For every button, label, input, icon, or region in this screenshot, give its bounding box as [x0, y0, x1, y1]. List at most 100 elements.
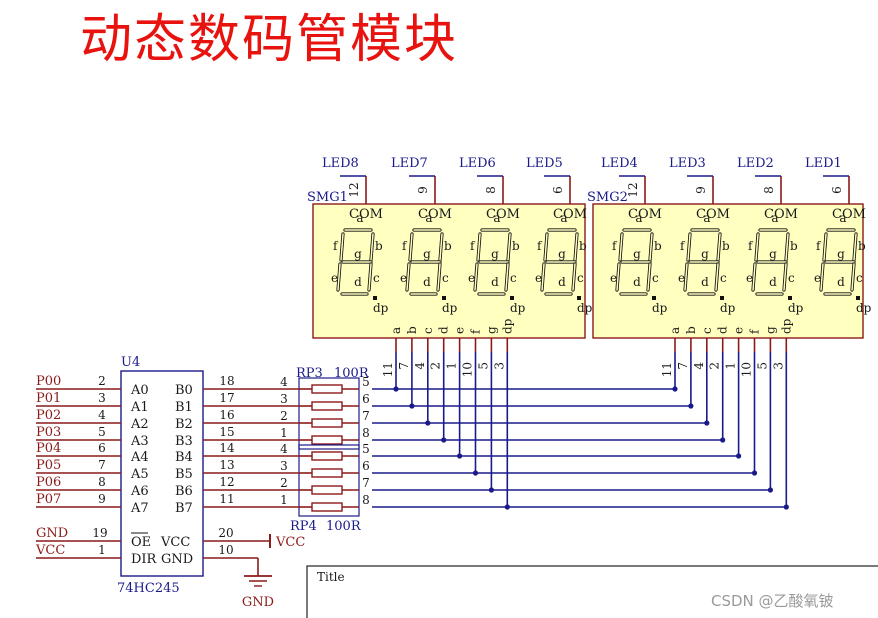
segment-pin-label: f	[469, 328, 483, 334]
segment-letter-dp: dp	[510, 301, 526, 315]
chip-b-pin: B5	[175, 467, 193, 482]
segment-b-inner	[649, 233, 653, 261]
chip-a-pin-number: 2	[98, 374, 106, 388]
segment-letter-c: c	[720, 271, 727, 285]
segment-c-inner	[368, 263, 372, 291]
segment-letter-e: e	[814, 271, 821, 285]
segment-letter-g: g	[837, 247, 845, 261]
resistor	[311, 384, 343, 394]
chip-a-pin-number: 5	[98, 425, 106, 439]
com-label: COM	[628, 207, 662, 222]
segment-pin-number: 11	[381, 362, 395, 377]
rp-left-pin: 2	[280, 476, 288, 490]
rp-right-pin: 5	[362, 375, 370, 389]
segment-pin-label: g	[763, 326, 777, 334]
chip-b-pin: B7	[175, 501, 193, 516]
rp-left-pin: 4	[280, 442, 288, 456]
segment-letter-a: a	[635, 211, 642, 225]
com-label: COM	[696, 207, 730, 222]
chip-vcc-pin-number: 20	[218, 526, 233, 540]
resistor	[311, 418, 343, 428]
rp-right-pin: 8	[362, 426, 370, 440]
chip-oe-pin: OE	[131, 535, 151, 550]
segment-letter-d: d	[701, 275, 709, 289]
segment-b-inner	[853, 233, 857, 261]
segment-letter-dp: dp	[442, 301, 458, 315]
segment-letter-a: a	[425, 211, 432, 225]
segment-f-inner	[687, 233, 691, 261]
input-net-label: P07	[36, 492, 61, 507]
segment-pin-label: a	[389, 327, 403, 334]
digit-outline	[540, 228, 581, 300]
digit-outline	[405, 228, 446, 300]
rp-left-pin: 3	[280, 459, 288, 473]
segment-letter-b: b	[722, 239, 730, 253]
decimal-point	[720, 296, 724, 300]
segment-e-inner	[752, 263, 756, 291]
segment-b-inner	[439, 233, 443, 261]
segment-letter-f: f	[612, 239, 618, 253]
input-net-label: P03	[36, 425, 61, 440]
segment-letter-c: c	[856, 271, 863, 285]
segment-pin-number: 10	[740, 362, 754, 377]
segment-letter-b: b	[512, 239, 520, 253]
input-net-label: P01	[36, 391, 61, 406]
segment-b-inner	[507, 233, 511, 261]
chip-a-pin: A6	[130, 484, 149, 499]
segment-letter-b: b	[858, 239, 866, 253]
chip-a-pin-number: 6	[98, 441, 106, 455]
chip-b-pin: B0	[175, 383, 193, 398]
rp-right-pin: 6	[362, 459, 370, 473]
chip-oe-pin-number: 19	[92, 526, 107, 540]
segment-letter-f: f	[537, 239, 543, 253]
segment-pin-label: b	[684, 326, 698, 334]
chip-dir-pin: DIR	[131, 552, 158, 567]
segment-f-inner	[544, 233, 548, 261]
segment-pin-label: a	[668, 327, 682, 334]
chip-a-pin-number: 7	[98, 458, 106, 472]
com-label: COM	[349, 207, 383, 222]
segment-pin-number: 7	[397, 362, 411, 370]
segment-e-inner	[616, 263, 620, 291]
segment-letter-a: a	[703, 211, 710, 225]
segment-letter-e: e	[746, 271, 753, 285]
chip-body	[120, 370, 204, 577]
segment-letter-f: f	[748, 239, 754, 253]
chip-a-pin: A7	[130, 501, 149, 516]
chip-b-pin-number: 16	[219, 408, 234, 422]
title-block: Title	[306, 565, 878, 618]
display-smg1: SMG1COM12LED8abcdefgdpCOM9LED7abcdefgdpC…	[307, 156, 593, 352]
rp-left-pin: 2	[280, 409, 288, 423]
segment-letter-c: c	[373, 271, 380, 285]
segment-c-inner	[851, 263, 855, 291]
led-net-label: LED8	[322, 156, 359, 171]
digit-outline	[336, 228, 377, 300]
segment-letter-f: f	[680, 239, 686, 253]
segment-f-inner	[409, 233, 413, 261]
chip-a-pin-number: 8	[98, 475, 106, 489]
led-net-label: LED5	[526, 156, 563, 171]
segment-pin-number: 7	[676, 362, 690, 370]
segment-letter-a: a	[356, 211, 363, 225]
rp-left-pin: 4	[280, 375, 288, 389]
segment-letter-e: e	[610, 271, 617, 285]
chip-b-pin-number: 14	[219, 441, 235, 455]
chip-a-pin-number: 4	[98, 408, 106, 422]
rp-value: 100R	[326, 519, 362, 534]
display-smg2: SMG2COM12LED4abcdefgdpCOM9LED3abcdefgdpC…	[587, 156, 872, 352]
led-net-label: LED4	[601, 156, 638, 171]
segment-c-inner	[437, 263, 441, 291]
rp-value: 100R	[334, 366, 370, 381]
segment-pin-label: c	[700, 327, 714, 334]
segment-pin-number: 3	[771, 362, 785, 370]
segment-letter-g: g	[633, 247, 641, 261]
segment-letter-b: b	[790, 239, 798, 253]
digit-outline	[819, 228, 860, 300]
segment-b-inner	[717, 233, 721, 261]
segment-pin-number: 5	[755, 362, 769, 370]
segment-e-inner	[684, 263, 688, 291]
segment-letter-a: a	[839, 211, 846, 225]
